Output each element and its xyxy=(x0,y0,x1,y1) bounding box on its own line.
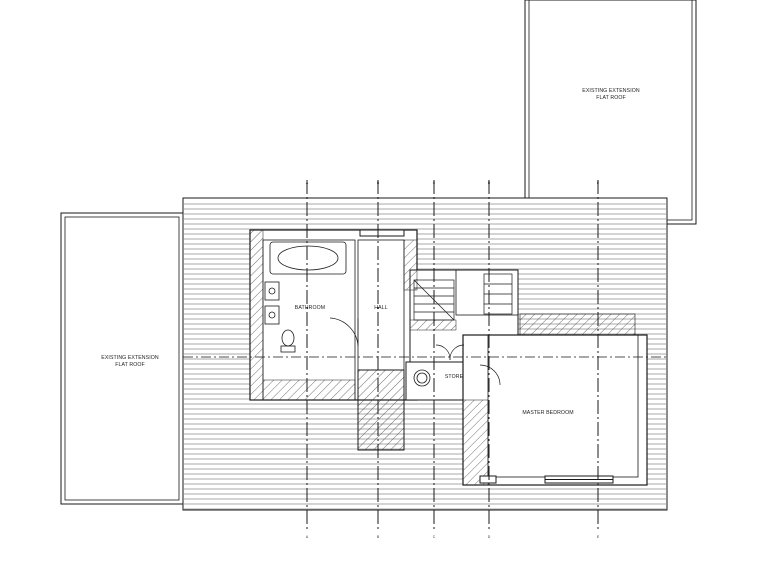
sink-icon xyxy=(264,281,280,301)
toilet-cistern-icon xyxy=(280,345,296,353)
extension-left-label-line2: FLAT ROOF xyxy=(115,362,145,368)
windows xyxy=(359,229,614,484)
bedroom-window-2 xyxy=(479,475,497,484)
grid-tag-d-bottom: D xyxy=(488,535,491,539)
grid-tag-c-top: C xyxy=(433,181,436,185)
bathroom-door-swing xyxy=(329,317,359,347)
sink-bowl-icon xyxy=(268,287,276,295)
extension-top-label-line2: FLAT ROOF xyxy=(596,95,626,101)
hall-window xyxy=(359,229,405,237)
master-bedroom-label: MASTER BEDROOM xyxy=(522,410,573,416)
hatched-walls xyxy=(249,229,636,486)
bath-basin-icon xyxy=(277,245,339,271)
interior-rooms xyxy=(249,229,648,486)
extension-left-label-line1: EXISTING EXTENSION xyxy=(101,355,159,361)
grid-lines xyxy=(306,180,599,532)
boiler-tank-icon xyxy=(413,369,431,387)
extension-top-label-line1: EXISTING EXTENSION xyxy=(582,88,640,94)
grid-tag-a-top: A xyxy=(306,181,309,185)
existing-extension-left: EXISTING EXTENSION FLAT ROOF xyxy=(60,212,184,505)
doors xyxy=(329,317,501,386)
bathroom-label: BATHROOM xyxy=(295,305,325,311)
grid-tag-e-top: E xyxy=(597,181,600,185)
sink-icon-2 xyxy=(264,305,280,325)
grid-tag-d-top: D xyxy=(488,181,491,185)
grid-tag-b-top: B xyxy=(377,181,380,185)
grid-tags: A B C D E A B C D E xyxy=(306,181,600,539)
grid-tag-b-bottom: B xyxy=(377,535,380,539)
grid-tag-c-bottom: C xyxy=(433,535,436,539)
bathroom-fixtures xyxy=(264,241,431,387)
room-labels: BATHROOM HALL STORE MASTER BEDROOM xyxy=(295,305,574,416)
store-door-swing-2 xyxy=(449,344,465,361)
store-label: STORE xyxy=(445,374,464,380)
bedroom-door-swing xyxy=(479,364,501,386)
grid-tag-a-bottom: A xyxy=(306,535,309,539)
boiler-tank-inner-icon xyxy=(416,372,428,384)
hall-label: HALL xyxy=(374,305,387,311)
existing-extension-top: EXISTING EXTENSION FLAT ROOF xyxy=(524,0,697,225)
sink-bowl-icon-2 xyxy=(268,311,276,319)
bathtub-icon xyxy=(269,241,347,275)
grid-tag-e-bottom: E xyxy=(597,535,600,539)
